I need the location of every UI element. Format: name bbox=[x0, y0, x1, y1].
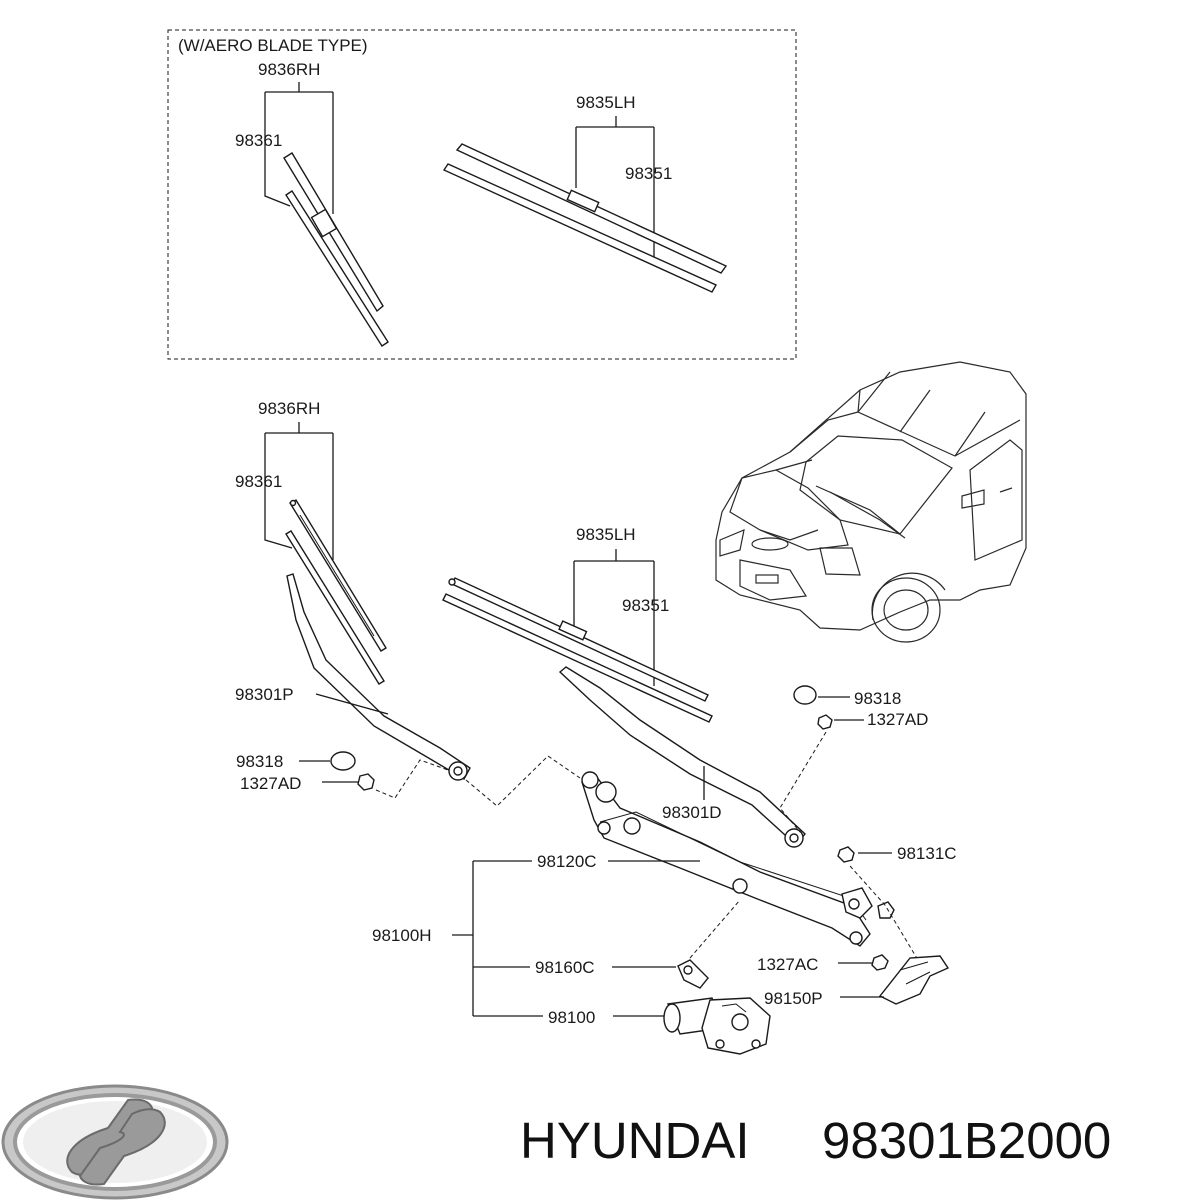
footer-brand: HYUNDAI bbox=[520, 1112, 750, 1169]
lh-wiper-arm: 98301D bbox=[558, 666, 806, 848]
wiper-motor-98100 bbox=[663, 997, 771, 1055]
label-98131c: 98131C bbox=[897, 844, 957, 863]
bolt-1327ac: 1327AC bbox=[757, 954, 889, 974]
arm-to-linkage-dash bbox=[465, 755, 581, 807]
inset-lh-bracket bbox=[575, 116, 655, 260]
cap-98318-right bbox=[793, 685, 817, 705]
label-98318-left: 98318 bbox=[236, 752, 283, 771]
label-9835lh: 9835LH bbox=[576, 525, 636, 544]
hyundai-logo bbox=[1, 1084, 229, 1200]
label-1327ad-right: 1327AD bbox=[867, 710, 928, 729]
inset-dashed-frame bbox=[167, 29, 797, 360]
label-98301p: 98301P bbox=[235, 685, 294, 704]
crank-98160c bbox=[677, 899, 741, 989]
rh-blade-group: 9836RH 98361 bbox=[235, 399, 387, 685]
lh-blade-group: 9835LH 98351 bbox=[442, 525, 713, 723]
label-98351: 98351 bbox=[622, 596, 669, 615]
lh-wiper-blade bbox=[442, 577, 713, 723]
wiper-linkage: 98131C bbox=[581, 771, 957, 961]
nut-1327ad-right bbox=[817, 714, 833, 730]
inset-label-9836rh: 9836RH bbox=[258, 60, 320, 79]
lh-bracket-lines bbox=[573, 549, 655, 686]
label-98160c: 98160C bbox=[535, 958, 595, 977]
inset-label-9835lh: 9835LH bbox=[576, 93, 636, 112]
inset-lh-aero-blade bbox=[442, 143, 728, 293]
inset-rh-bracket bbox=[264, 82, 334, 214]
cap-98318-left bbox=[330, 751, 356, 771]
label-98100h: 98100H bbox=[372, 926, 432, 945]
car-illustration bbox=[715, 361, 1027, 643]
left-cap-nut: 98318 1327AD bbox=[236, 751, 449, 799]
nut-98131c bbox=[837, 846, 855, 863]
label-9836rh: 9836RH bbox=[258, 399, 320, 418]
inset-rh-aero-blade bbox=[283, 152, 389, 347]
inset-title: (W/AERO BLADE TYPE) bbox=[178, 36, 368, 55]
label-1327ad-left: 1327AD bbox=[240, 774, 301, 793]
label-98150p: 98150P bbox=[764, 989, 823, 1008]
bracket-98150p: 98150P bbox=[764, 955, 950, 1008]
label-98318-right: 98318 bbox=[854, 689, 901, 708]
nut-1327ad-left bbox=[357, 773, 375, 791]
label-98361: 98361 bbox=[235, 472, 282, 491]
label-1327ac: 1327AC bbox=[757, 955, 818, 974]
label-98301d: 98301D bbox=[662, 803, 722, 822]
rh-bracket-lines bbox=[264, 422, 334, 560]
label-98120c: 98120C bbox=[537, 852, 597, 871]
rh-wiper-arm: 98301P bbox=[235, 573, 471, 781]
assembly-tree: 98120C 98100H 98160C 98100 bbox=[372, 852, 700, 1027]
inset-label-98361: 98361 bbox=[235, 131, 282, 150]
label-98100: 98100 bbox=[548, 1008, 595, 1027]
footer-part-number: 98301B2000 bbox=[822, 1112, 1111, 1169]
aero-blade-inset: (W/AERO BLADE TYPE) 9836RH 98361 9835LH … bbox=[167, 29, 797, 360]
right-cap-nut: 98318 1327AD bbox=[779, 685, 928, 833]
rh-wiper-blade bbox=[285, 499, 387, 685]
inset-label-98351: 98351 bbox=[625, 164, 672, 183]
